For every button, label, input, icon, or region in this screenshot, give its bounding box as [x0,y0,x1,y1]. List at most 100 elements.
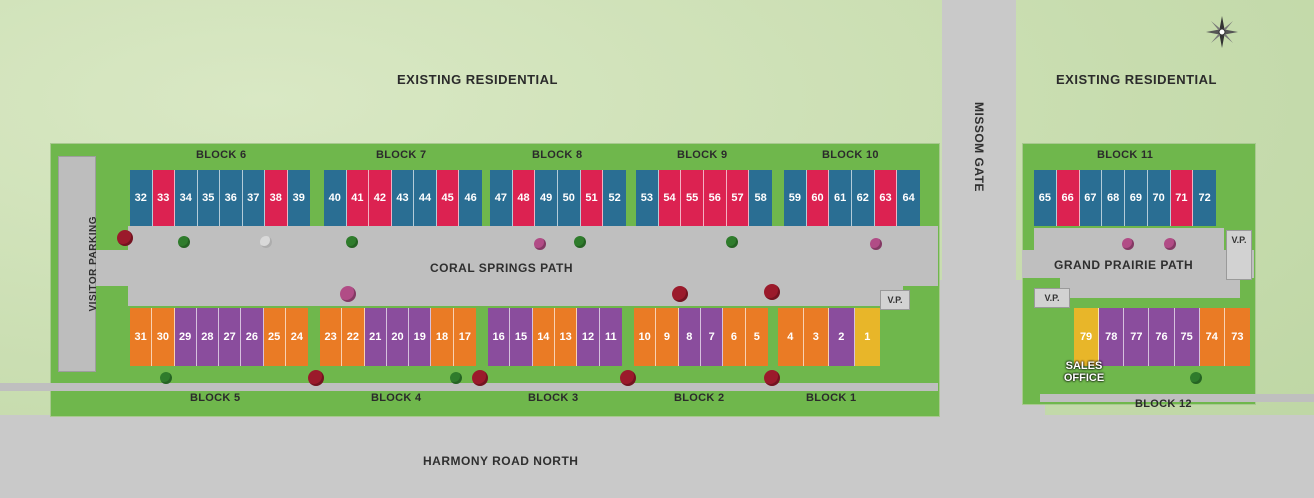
lot-39[interactable]: 39 [287,170,310,226]
lot-41[interactable]: 41 [346,170,370,226]
vp-east-bottom: V.P. [1034,288,1070,308]
tree [672,286,688,302]
lot-59[interactable]: 59 [784,170,807,226]
lot-33[interactable]: 33 [152,170,175,226]
lot-7[interactable]: 7 [700,308,724,366]
lot-45[interactable]: 45 [436,170,460,226]
tree [346,236,358,248]
lot-37[interactable]: 37 [242,170,265,226]
lot-49[interactable]: 49 [535,170,558,226]
lot-67[interactable]: 67 [1079,170,1103,226]
lot-70[interactable]: 70 [1147,170,1171,226]
lot-29[interactable]: 29 [174,308,197,366]
tree [340,286,356,302]
lot-43[interactable]: 43 [391,170,415,226]
lot-28[interactable]: 28 [196,308,219,366]
tree [117,230,133,246]
lot-53[interactable]: 53 [636,170,659,226]
lot-57[interactable]: 57 [726,170,750,226]
lot-56[interactable]: 56 [703,170,727,226]
lot-23[interactable]: 23 [320,308,343,366]
lot-16[interactable]: 16 [488,308,511,366]
tree [308,370,324,386]
lot-40[interactable]: 40 [324,170,347,226]
lot-3[interactable]: 3 [803,308,829,366]
vp-west: V.P. [880,290,910,310]
lot-79[interactable]: 79 [1074,308,1100,366]
lot-26[interactable]: 26 [241,308,264,366]
lot-17[interactable]: 17 [453,308,476,366]
lot-31[interactable]: 31 [130,308,153,366]
lot-35[interactable]: 35 [197,170,220,226]
lot-2[interactable]: 2 [829,308,855,366]
lot-75[interactable]: 75 [1174,308,1200,366]
lot-50[interactable]: 50 [557,170,581,226]
lot-13[interactable]: 13 [554,308,578,366]
lot-63[interactable]: 63 [874,170,898,226]
lot-10[interactable]: 10 [634,308,657,366]
lot-1[interactable]: 1 [854,308,880,366]
lot-36[interactable]: 36 [220,170,243,226]
lot-74[interactable]: 74 [1199,308,1225,366]
lot-54[interactable]: 54 [658,170,682,226]
lot-69[interactable]: 69 [1125,170,1148,226]
lot-14[interactable]: 14 [532,308,555,366]
lot-6[interactable]: 6 [723,308,746,366]
lot-42[interactable]: 42 [369,170,392,226]
lot-25[interactable]: 25 [263,308,286,366]
lot-15[interactable]: 15 [510,308,533,366]
lot-71[interactable]: 71 [1170,170,1194,226]
lot-48[interactable]: 48 [512,170,536,226]
lot-52[interactable]: 52 [603,170,626,226]
block-9-label: BLOCK 9 [677,149,728,161]
lot-38[interactable]: 38 [265,170,288,226]
lot-8[interactable]: 8 [678,308,701,366]
lot-24[interactable]: 24 [285,308,308,366]
lot-30[interactable]: 30 [152,308,175,366]
lot-66[interactable]: 66 [1056,170,1080,226]
lot-47[interactable]: 47 [490,170,513,226]
lot-34[interactable]: 34 [175,170,198,226]
lot-60[interactable]: 60 [806,170,830,226]
lot-22[interactable]: 22 [342,308,365,366]
grand-prairie-path-label: GRAND PRAIRIE PATH [1054,258,1194,272]
lot-20[interactable]: 20 [386,308,410,366]
lot-5[interactable]: 5 [745,308,768,366]
lot-72[interactable]: 72 [1193,170,1216,226]
lot-68[interactable]: 68 [1102,170,1125,226]
lot-55[interactable]: 55 [681,170,704,226]
lot-62[interactable]: 62 [851,170,875,226]
lot-27[interactable]: 27 [219,308,242,366]
lot-51[interactable]: 51 [580,170,604,226]
lot-4[interactable]: 4 [778,308,804,366]
lot-64[interactable]: 64 [897,170,920,226]
lot-58[interactable]: 58 [749,170,772,226]
lot-9[interactable]: 9 [656,308,679,366]
lot-18[interactable]: 18 [431,308,454,366]
tree [1190,372,1202,384]
lot-73[interactable]: 73 [1224,308,1250,366]
coral-springs-path-label: CORAL SPRINGS PATH [430,261,574,275]
lot-11[interactable]: 11 [599,308,622,366]
lot-65[interactable]: 65 [1034,170,1057,226]
lot-61[interactable]: 61 [829,170,852,226]
lot-78[interactable]: 78 [1099,308,1125,366]
tree [178,236,190,248]
lot-32[interactable]: 32 [130,170,153,226]
lot-12[interactable]: 12 [577,308,600,366]
lot-44[interactable]: 44 [414,170,437,226]
lot-46[interactable]: 46 [459,170,482,226]
lot-76[interactable]: 76 [1149,308,1175,366]
lot-19[interactable]: 19 [409,308,432,366]
lot-77[interactable]: 77 [1124,308,1150,366]
block-6-label: BLOCK 6 [196,149,247,161]
block-7-label: BLOCK 7 [376,149,427,161]
lot-21[interactable]: 21 [364,308,387,366]
